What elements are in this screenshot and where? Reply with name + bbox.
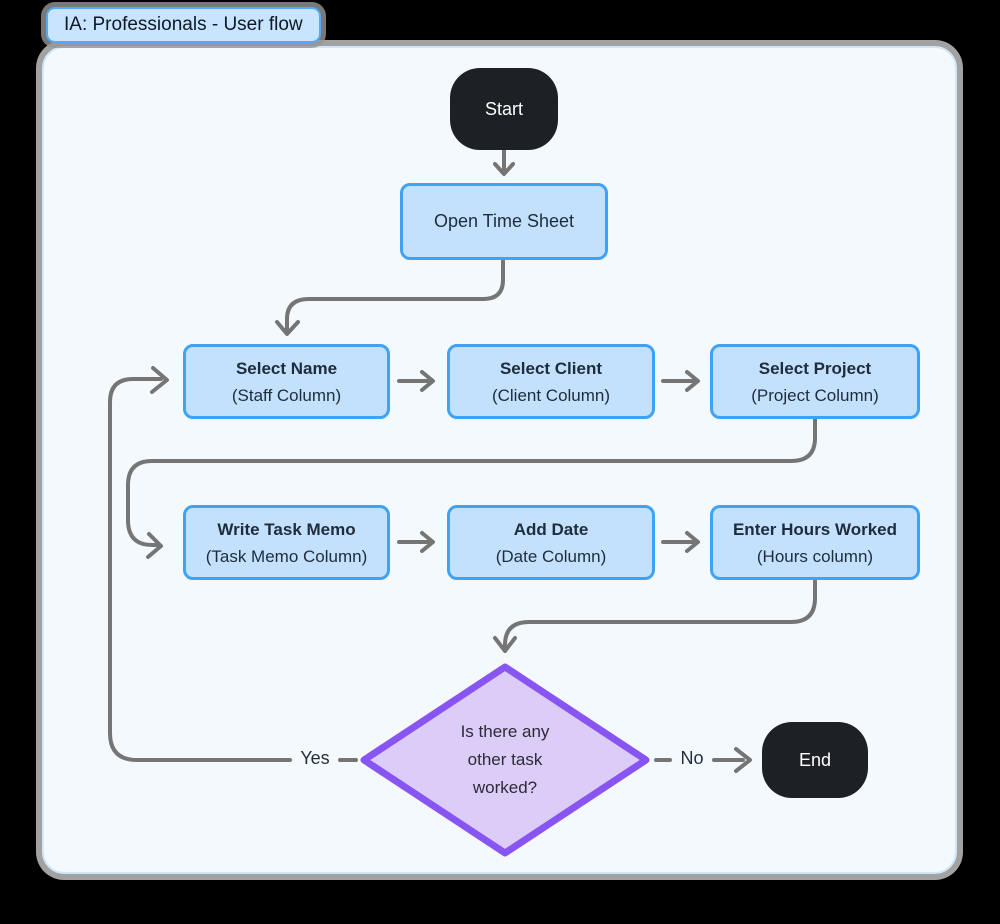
edge-select-project-to-write-task-memo[interactable] — [126, 418, 817, 559]
node-enter-hours-worked-subtitle: (Hours column) — [756, 546, 874, 566]
node-select-project[interactable]: Select Project (Project Column) — [710, 344, 920, 419]
node-open-time-sheet[interactable]: Open Time Sheet — [400, 183, 608, 260]
node-select-name-title: Select Name — [235, 358, 338, 378]
node-start-label: Start — [484, 98, 523, 119]
node-write-task-memo-subtitle: (Task Memo Column) — [205, 546, 368, 566]
node-write-task-memo[interactable]: Write Task Memo (Task Memo Column) — [183, 505, 390, 580]
edge-enter-hours-worked-to-decision[interactable] — [493, 579, 817, 653]
edge-label-yes: Yes — [300, 748, 330, 768]
diagram-title-tab[interactable]: IA: Professionals - User flow — [46, 7, 321, 43]
edge-write-task-memo-to-add-date[interactable] — [397, 531, 435, 553]
node-select-client[interactable]: Select Client (Client Column) — [447, 344, 655, 419]
edge-start-to-open-time-sheet[interactable] — [493, 149, 515, 176]
node-select-client-title: Select Client — [499, 358, 603, 378]
node-end[interactable]: End — [762, 722, 868, 798]
node-select-project-title: Select Project — [758, 358, 872, 378]
node-select-client-subtitle: (Client Column) — [491, 385, 611, 405]
node-start[interactable]: Start — [450, 68, 558, 150]
edge-decision-yes-to-select-name[interactable] — [108, 366, 358, 762]
node-select-name-subtitle: (Staff Column) — [231, 385, 342, 405]
node-enter-hours-worked-title: Enter Hours Worked — [732, 519, 898, 539]
node-decision-label: Is there any other task worked? — [460, 722, 550, 797]
node-write-task-memo-title: Write Task Memo — [217, 519, 356, 539]
node-end-label: End — [798, 749, 832, 770]
edge-select-client-to-select-project[interactable] — [661, 370, 700, 392]
node-decision[interactable]: Is there any other task worked? — [357, 662, 653, 858]
node-add-date[interactable]: Add Date (Date Column) — [447, 505, 655, 580]
edge-decision-no-to-end[interactable] — [654, 747, 752, 773]
edge-label-no: No — [680, 748, 704, 768]
edge-open-time-sheet-to-select-name[interactable] — [275, 259, 505, 336]
node-select-project-subtitle: (Project Column) — [751, 385, 879, 405]
node-add-date-title: Add Date — [513, 519, 589, 539]
node-select-name[interactable]: Select Name (Staff Column) — [183, 344, 390, 419]
decision-diamond-shape — [360, 663, 650, 857]
diagram-title-label: IA: Professionals - User flow — [64, 14, 303, 35]
edge-add-date-to-enter-hours-worked[interactable] — [661, 531, 700, 553]
node-add-date-subtitle: (Date Column) — [495, 546, 607, 566]
node-open-time-sheet-label: Open Time Sheet — [433, 211, 575, 231]
edge-select-name-to-select-client[interactable] — [397, 370, 435, 392]
node-enter-hours-worked[interactable]: Enter Hours Worked (Hours column) — [710, 505, 920, 580]
